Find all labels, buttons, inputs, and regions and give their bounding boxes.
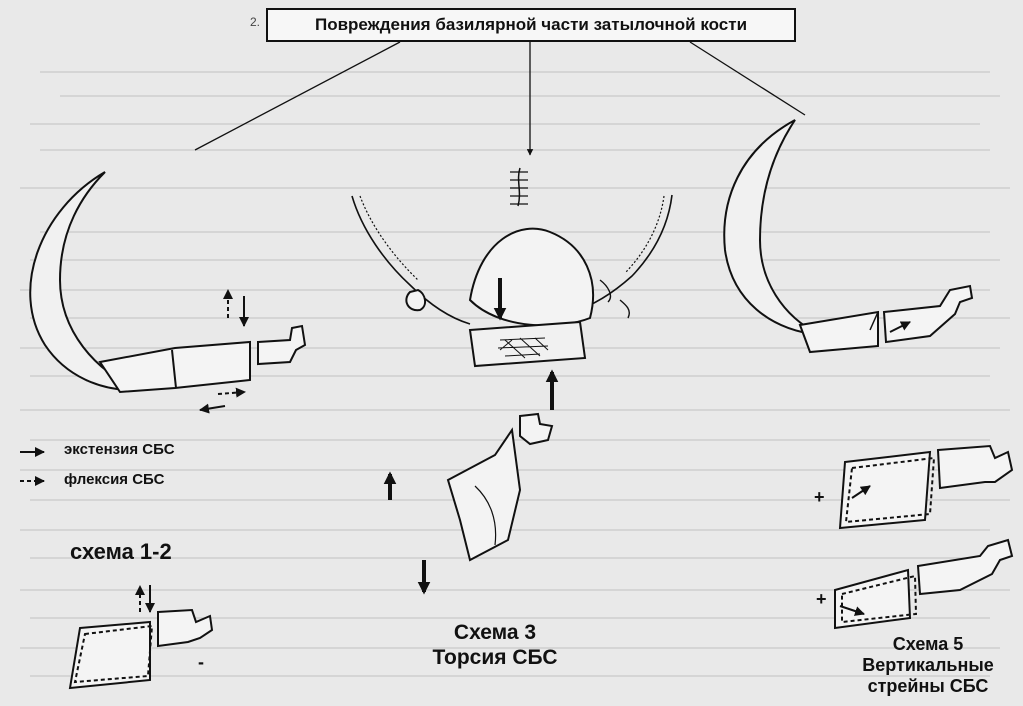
scheme-3-figure [351, 167, 673, 595]
scheme-5-lower-figure [834, 538, 1014, 630]
vertebra-ticks [510, 171, 528, 205]
scheme-5-caption: Схема 5 Вертикальные стрейны СБС [838, 634, 1018, 697]
scheme-3-subtitle: Торсия СБС [432, 646, 558, 669]
scheme-5-title: Схема 5 [892, 634, 964, 654]
lower-left-sphenoid [157, 608, 214, 648]
scheme-1-2-upper-figure [29, 171, 307, 414]
extension-arrow-left [199, 403, 226, 414]
lower-occipital-block [446, 427, 522, 562]
scheme-5-subtitle-line2: стрейны СБС [867, 676, 989, 696]
plus-sign-lower: + [816, 589, 827, 609]
scheme-5-middle-figure [838, 444, 1014, 530]
sphenoid-fragment-center [519, 412, 554, 446]
low-block [834, 568, 912, 630]
mid-block [838, 450, 932, 530]
scheme-5-subtitle-line1: Вертикальные [862, 655, 994, 675]
low-sphenoid [916, 538, 1014, 596]
lower-left-block [68, 620, 151, 690]
legend-flexion-label: флексия СБС [64, 471, 165, 488]
vertebra-column [517, 167, 521, 207]
basilar-block-left [98, 340, 251, 394]
basilar-hatched-area [468, 320, 587, 368]
scheme-3-title: Схема 3 [453, 621, 537, 644]
basilar-block-right [798, 310, 879, 354]
scheme-5-upper-figure [723, 119, 974, 354]
scheme-1-2-lower-figure [68, 585, 214, 690]
legend-arrows [20, 447, 45, 486]
title-connectors [194, 41, 806, 156]
occiput-crescent-right [723, 119, 821, 336]
minus-sign-left: - [198, 652, 204, 672]
title-number: 2. [250, 15, 261, 29]
sphenoid-fragment-left [257, 324, 307, 366]
scheme-1-2-label: схема 1-2 [70, 539, 172, 564]
sphenoid-fragment-right [882, 284, 974, 344]
scheme-3-caption: Схема 3 Торсия СБС [410, 620, 580, 670]
diagram-title: Повреждения базилярной части затылочной … [266, 8, 796, 42]
left-wing [351, 195, 471, 325]
occipital-dome [468, 227, 595, 327]
plus-sign-middle: + [814, 487, 825, 507]
legend-extension-label: экстензия СБС [64, 441, 175, 458]
flexion-arrow-right [217, 387, 246, 398]
mid-sphenoid [936, 444, 1014, 490]
